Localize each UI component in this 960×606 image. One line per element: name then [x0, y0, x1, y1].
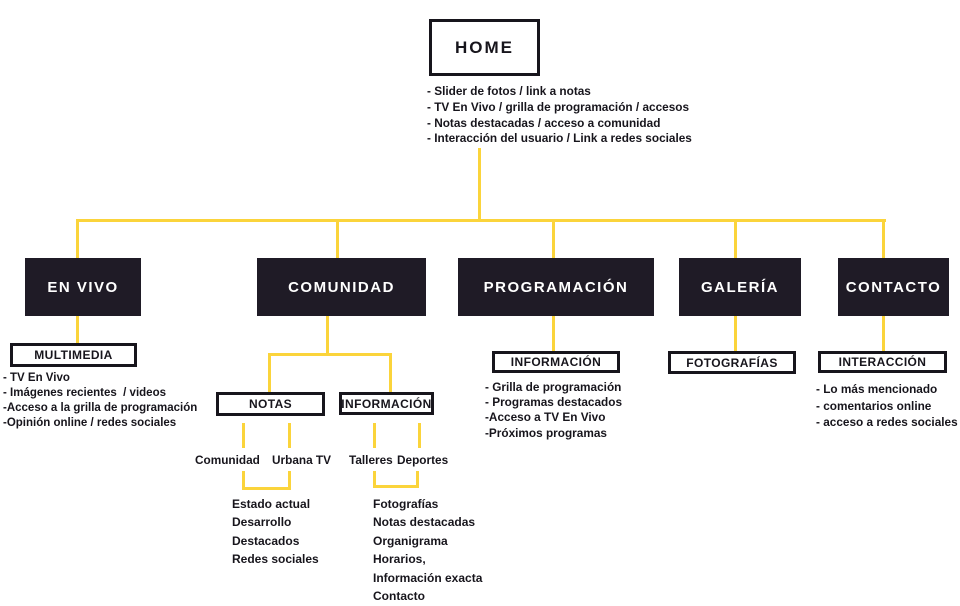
leaf-talleres: Talleres — [349, 453, 393, 467]
note-line: -Próximos programas — [485, 425, 607, 440]
connector-contacto-interaccion — [882, 316, 885, 352]
subnode-informacion-comunidad-label: INFORMACIÓN — [341, 396, 432, 411]
connector-drop-en-vivo — [76, 219, 79, 258]
note-line: Notas destacadas — [373, 515, 476, 530]
note-line: -Acceso a TV En Vivo — [485, 410, 606, 425]
note-line: Contacto — [373, 589, 425, 604]
connector-drop-galeria — [734, 222, 737, 258]
note-line: Destacados — [232, 533, 300, 548]
programacion-notes: - Grilla de programación - Programas des… — [485, 380, 622, 441]
subnode-multimedia-label: MULTIMEDIA — [34, 348, 113, 362]
leaf-deportes: Deportes — [397, 453, 449, 467]
connector-comunidad-split — [268, 353, 392, 393]
note-line: Información exacta — [373, 570, 483, 585]
subnode-fotografias: FOTOGRAFÍAS — [668, 351, 796, 374]
node-programacion: PROGRAMACIÓN — [458, 258, 654, 316]
home-notes: - Slider de fotos / link a notas - TV En… — [427, 84, 692, 147]
leaf-urbana-tv: Urbana TV — [272, 453, 331, 467]
subnode-multimedia: MULTIMEDIA — [10, 343, 137, 367]
subnode-informacion-programacion: INFORMACIÓN — [492, 351, 620, 373]
note-line: - Lo más mencionado — [816, 382, 938, 396]
node-home: HOME — [429, 19, 540, 76]
subnode-informacion-programacion-label: INFORMACIÓN — [510, 355, 602, 369]
connector-en-vivo-multimedia — [76, 316, 79, 344]
subnode-notas-label: NOTAS — [248, 397, 293, 411]
notas-items: Estado actual Desarrollo Destacados Rede… — [232, 495, 319, 569]
note-line: Horarios, — [373, 552, 426, 567]
node-contacto-label: CONTACTO — [845, 278, 942, 296]
note-line: Estado actual — [232, 497, 311, 511]
connector-gather-notas — [242, 471, 291, 490]
note-line: - Grilla de programación — [485, 380, 622, 394]
multimedia-notes: - TV En Vivo - Imágenes recientes / vide… — [3, 371, 197, 431]
connector-gather-informacion — [373, 471, 419, 488]
leaf-comunidad: Comunidad — [195, 453, 260, 467]
node-en-vivo-label: EN VIVO — [47, 278, 119, 296]
connector-programacion-informacion — [552, 316, 555, 352]
connector-home-trunk — [478, 148, 481, 220]
subnode-notas: NOTAS — [216, 392, 325, 416]
connector-galeria-fotografias — [734, 316, 737, 352]
subnode-interaccion-label: INTERACCIÓN — [838, 355, 927, 369]
note-line: - Imágenes recientes / videos — [3, 387, 166, 399]
connector-tick-comunidad — [242, 423, 245, 448]
connector-comunidad-branch — [326, 316, 329, 356]
note-line: - comentarios online — [816, 398, 932, 413]
node-comunidad: COMUNIDAD — [257, 258, 426, 316]
node-galeria-label: GALERÍA — [701, 278, 779, 296]
connector-drop-contacto — [882, 219, 885, 258]
note-line: Desarrollo — [232, 515, 292, 530]
informacion-comunidad-items: Fotografías Notas destacadas Organigrama… — [373, 495, 482, 605]
subnode-interaccion: INTERACCIÓN — [818, 351, 947, 373]
connector-drop-comunidad — [336, 222, 339, 258]
subnode-fotografias-label: FOTOGRAFÍAS — [686, 355, 778, 370]
note-line: -Opinión online / redes sociales — [3, 417, 177, 429]
contacto-notes: - Lo más mencionado - comentarios online… — [816, 381, 958, 431]
node-galeria: GALERÍA — [679, 258, 801, 316]
note-line: Redes sociales — [232, 552, 319, 567]
note-line: - Notas destacadas / acceso a comunidad — [427, 115, 661, 130]
connector-drop-programacion — [552, 222, 555, 258]
node-programacion-label: PROGRAMACIÓN — [483, 278, 629, 296]
node-contacto: CONTACTO — [838, 258, 949, 316]
note-line: Fotografías — [373, 497, 439, 511]
note-line: -Acceso a la grilla de programación — [3, 402, 198, 414]
note-line: - Slider de fotos / link a notas — [427, 84, 591, 98]
connector-main-bar — [76, 219, 886, 222]
note-line: - Interacción del usuario / Link a redes… — [427, 131, 692, 146]
connector-tick-talleres — [373, 423, 376, 448]
node-home-label: HOME — [455, 37, 514, 57]
node-en-vivo: EN VIVO — [25, 258, 141, 316]
note-line: - Programas destacados — [485, 395, 623, 410]
note-line: - acceso a redes sociales — [816, 415, 958, 430]
note-line: Organigrama — [373, 533, 448, 548]
connector-tick-deportes — [418, 423, 421, 448]
subnode-informacion-comunidad: INFORMACIÓN — [339, 392, 434, 415]
note-line: - TV En Vivo — [3, 372, 70, 384]
node-comunidad-label: COMUNIDAD — [288, 278, 395, 296]
note-line: - TV En Vivo / grilla de programación / … — [427, 99, 690, 114]
connector-tick-urbana-tv — [288, 423, 291, 448]
